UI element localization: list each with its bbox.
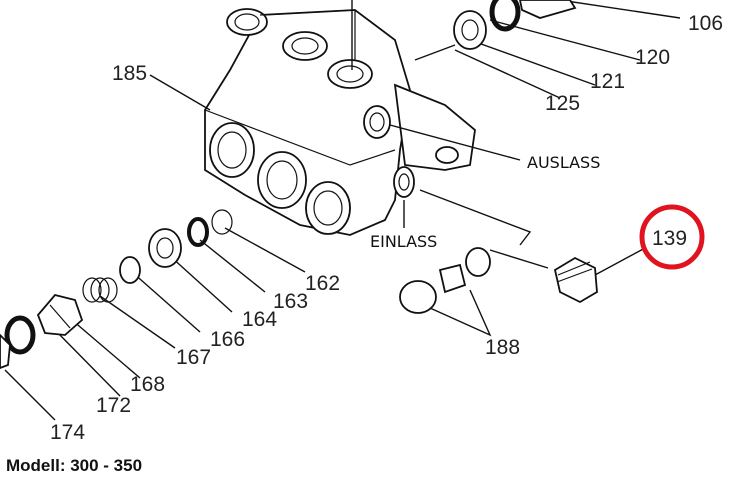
part-162-ring [211, 209, 233, 235]
part-172-oring [4, 315, 36, 355]
part-139-plug [553, 256, 598, 304]
label-121: 121 [590, 70, 625, 93]
part-167-spring [82, 277, 118, 303]
label-106: 106 [688, 12, 723, 35]
part-labels: 106 120 121 125 185 AUSLASS EINLASS 139 … [50, 12, 723, 444]
part-121-seal [453, 10, 487, 50]
label-172: 172 [96, 394, 131, 417]
part-188-screw [399, 247, 491, 314]
label-164: 164 [242, 308, 277, 331]
label-auslass: AUSLASS [527, 153, 600, 172]
label-163: 163 [273, 290, 308, 313]
label-168: 168 [130, 373, 165, 396]
part-174-cap [0, 333, 11, 369]
part-120-oring [489, 0, 521, 32]
manifold-body [204, 8, 476, 236]
label-139: 139 [652, 227, 687, 250]
label-120: 120 [635, 46, 670, 69]
label-162: 162 [305, 272, 340, 295]
part-166-washer [119, 256, 141, 284]
label-185: 185 [112, 62, 147, 85]
label-125: 125 [545, 92, 580, 115]
label-166: 166 [210, 328, 245, 351]
label-167: 167 [176, 346, 211, 369]
part-106-plug [519, 0, 577, 19]
model-caption: Modell: 300 - 350 [6, 456, 143, 475]
part-168-valve [36, 293, 84, 336]
highlight-circle [639, 204, 705, 270]
label-188: 188 [485, 336, 520, 359]
label-174: 174 [50, 421, 85, 444]
part-163-oring [187, 217, 209, 247]
leader-lines [4, 0, 681, 421]
label-einlass: EINLASS [370, 232, 437, 251]
part-164-seat [148, 228, 182, 268]
